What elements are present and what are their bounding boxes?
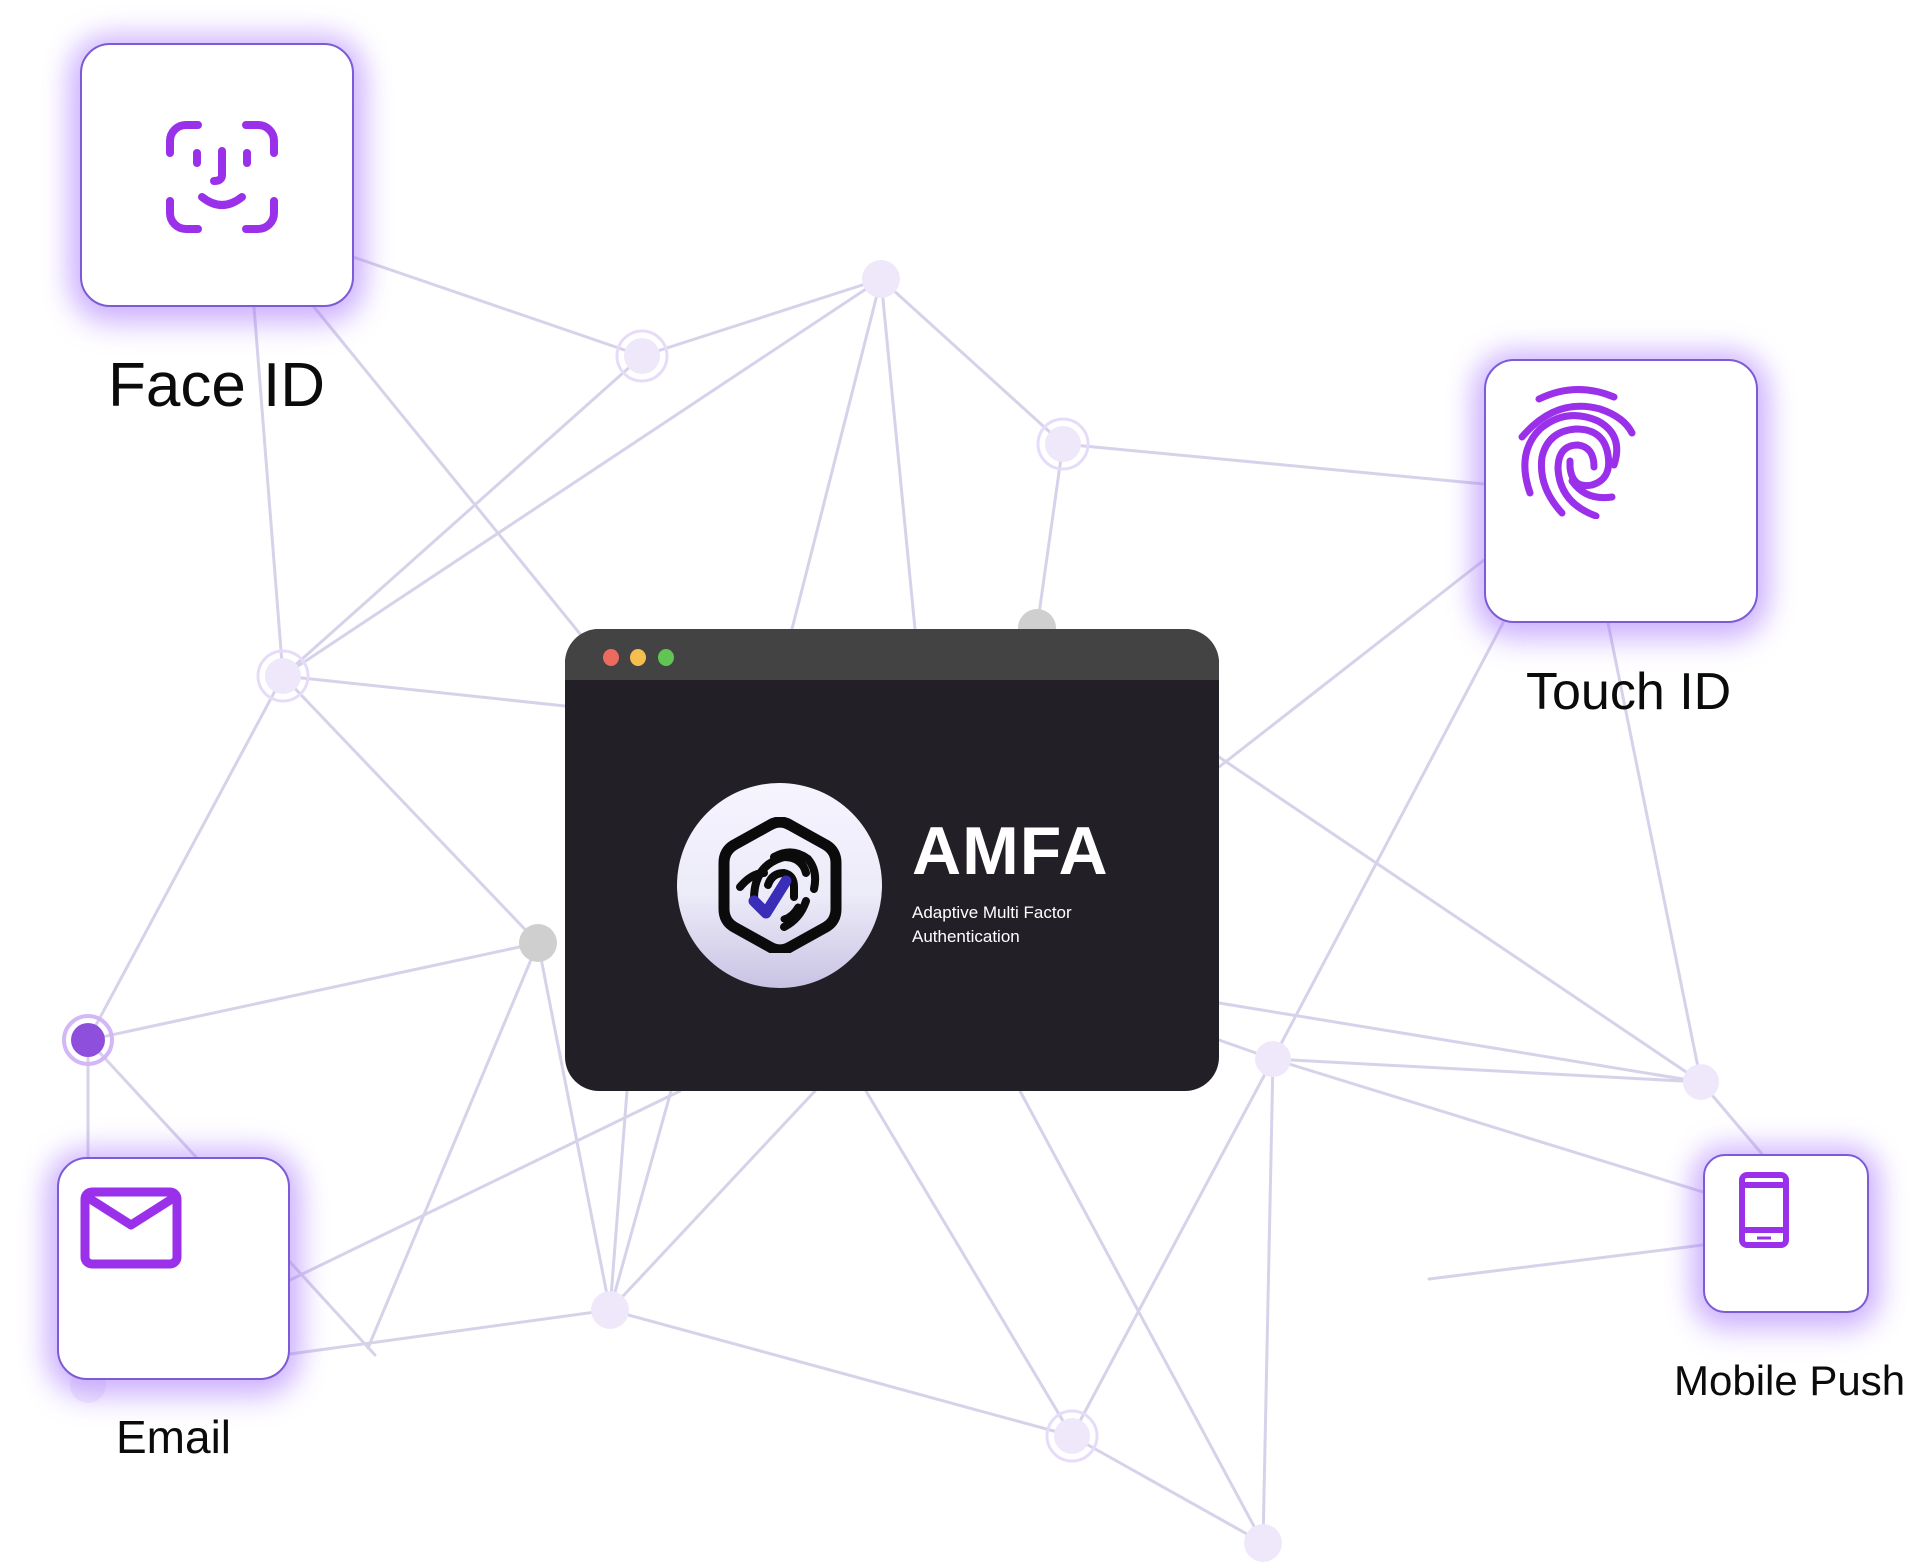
fingerprint-icon [1518,385,1636,519]
minimize-button[interactable] [630,649,646,666]
node [1255,1041,1291,1077]
maximize-button[interactable] [658,649,674,666]
node-ringed [1036,417,1090,471]
amfa-logo [677,783,882,988]
email-label: Email [116,1411,232,1463]
node [862,260,900,298]
node-active [62,1014,114,1066]
mobile-push-card[interactable] [1703,1154,1869,1313]
close-button[interactable] [603,649,619,666]
network-edges [86,255,1764,1545]
face-id-label: Face ID [108,351,326,420]
amfa-app-window: AMFA Adaptive Multi Factor Authenticatio… [565,629,1219,1091]
face-id-card[interactable] [80,43,354,307]
email-card[interactable] [57,1157,290,1380]
brand-title: AMFA [912,813,1109,889]
smartphone-icon [1739,1172,1789,1248]
touch-id-card[interactable] [1484,359,1758,623]
node [1244,1524,1282,1562]
envelope-icon [80,1187,182,1269]
shield-fingerprint-check-icon [718,817,842,953]
brand-subtitle-line2: Authentication [912,927,1020,946]
touch-id-label: Touch ID [1526,663,1732,721]
node [591,1291,629,1329]
mobile-push-label: Mobile Push [1674,1357,1906,1404]
node-ringed [256,649,310,703]
brand-subtitle-line1: Adaptive Multi Factor [912,903,1072,922]
node [1683,1064,1719,1100]
node-ringed [1045,1409,1099,1463]
face-id-icon [166,121,278,233]
window-titlebar [565,629,1219,680]
node-gray [519,924,557,962]
node-ringed [615,329,669,383]
